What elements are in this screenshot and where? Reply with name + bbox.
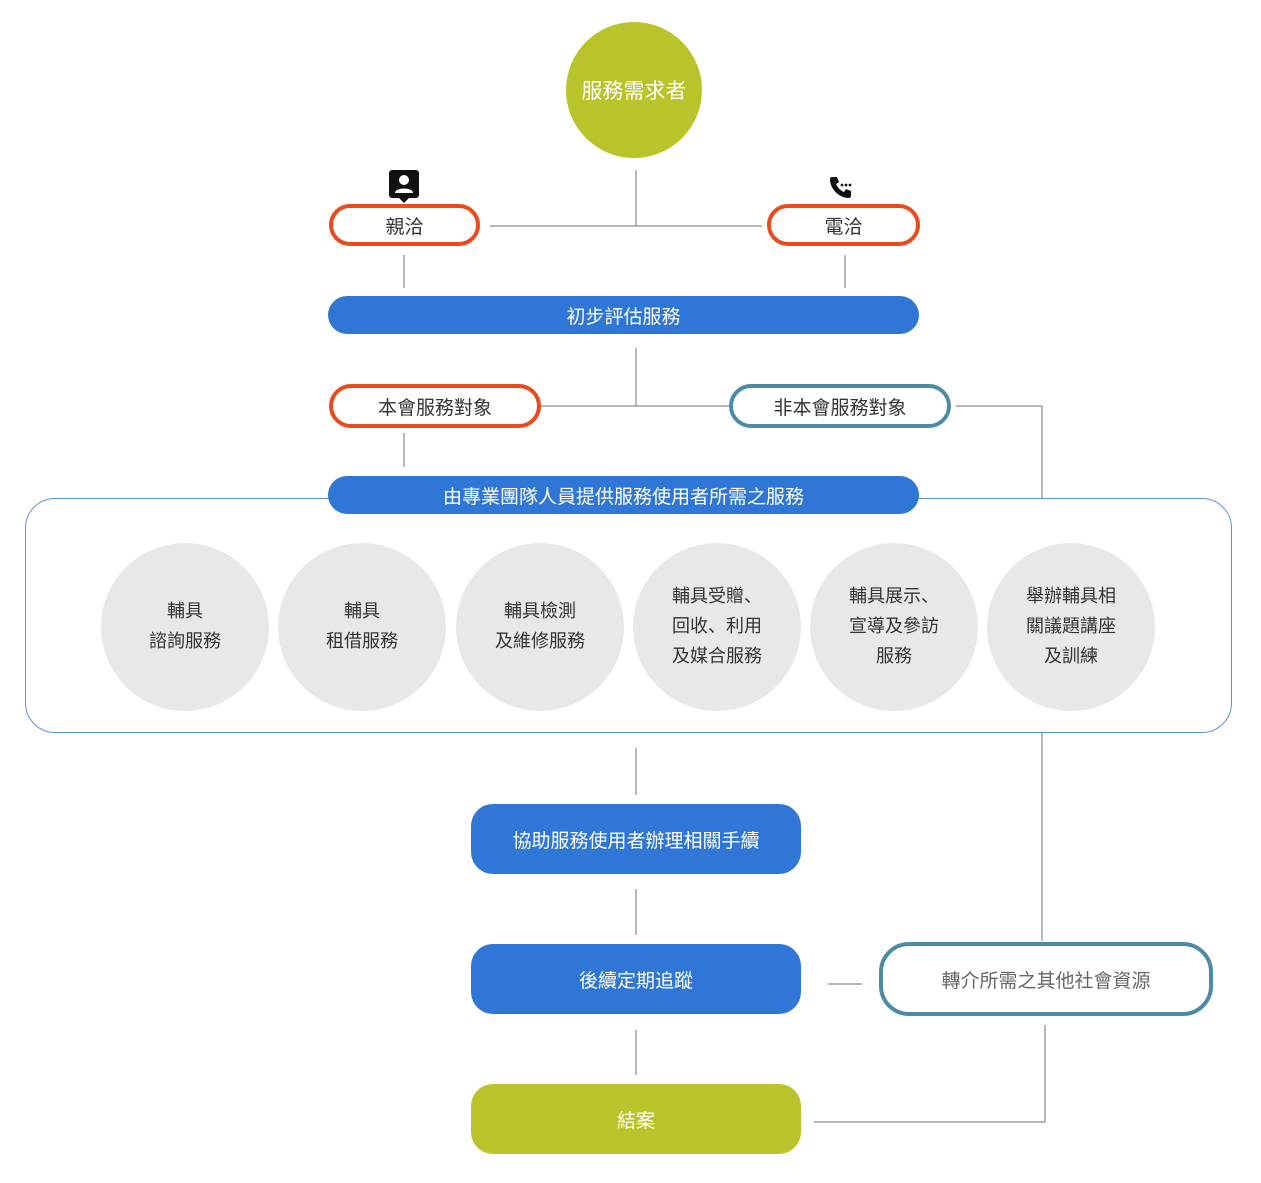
- phone-label: 電洽: [824, 215, 863, 238]
- team-service-node: 由專業團隊人員提供服務使用者所需之服務: [328, 476, 919, 514]
- service-consulting: 輔具 諮詢服務: [101, 543, 269, 711]
- close-case-node: 結案: [471, 1084, 801, 1154]
- phone-icon: [829, 175, 855, 199]
- phone-node: 電洽: [767, 204, 920, 246]
- referral-node: 轉介所需之其他社會資源: [879, 942, 1213, 1016]
- service-repair-label: 輔具檢測 及維修服務: [495, 601, 585, 652]
- close-case-label: 結案: [616, 1109, 655, 1132]
- in-person-label: 親洽: [385, 215, 424, 238]
- team-service-label: 由專業團隊人員提供服務使用者所需之服務: [442, 485, 804, 508]
- follow-up-label: 後續定期追蹤: [578, 969, 693, 992]
- non-member-node: 非本會服務對象: [729, 384, 951, 428]
- service-training: 舉辦輔具相 關議題講座 及訓練: [987, 543, 1155, 711]
- non-member-label: 非本會服務對象: [773, 396, 907, 419]
- service-training-label: 舉辦輔具相 關議題講座 及訓練: [1026, 586, 1116, 667]
- service-repair: 輔具檢測 及維修服務: [456, 543, 624, 711]
- service-exhibition-label: 輔具展示、 宣導及參訪 服務: [849, 586, 939, 667]
- service-donation-label: 輔具受贈、 回收、利用 及媒合服務: [672, 586, 762, 667]
- assist-procedures-node: 協助服務使用者辦理相關手續: [471, 804, 801, 874]
- follow-up-node: 後續定期追蹤: [471, 944, 801, 1014]
- service-consulting-label: 輔具 諮詢服務: [149, 601, 221, 652]
- in-person-node: 親洽: [329, 204, 480, 246]
- connector-non-member-right: [956, 405, 1043, 498]
- service-rental-label: 輔具 租借服務: [326, 601, 398, 652]
- member-label: 本會服務對象: [377, 396, 492, 419]
- assist-procedures-label: 協助服務使用者辦理相關手續: [512, 829, 760, 852]
- service-rental: 輔具 租借服務: [278, 543, 446, 711]
- start-node: 服務需求者: [566, 22, 702, 158]
- start-node-label: 服務需求者: [581, 79, 687, 103]
- service-donation: 輔具受贈、 回收、利用 及媒合服務: [633, 543, 801, 711]
- initial-assessment-label: 初步評估服務: [566, 305, 681, 328]
- service-exhibition: 輔具展示、 宣導及參訪 服務: [810, 543, 978, 711]
- referral-label: 轉介所需之其他社會資源: [941, 969, 1151, 992]
- initial-assessment-node: 初步評估服務: [328, 296, 919, 334]
- member-node: 本會服務對象: [329, 384, 541, 428]
- person-badge-icon: [389, 170, 419, 204]
- connector-referral-close: [814, 1025, 1046, 1123]
